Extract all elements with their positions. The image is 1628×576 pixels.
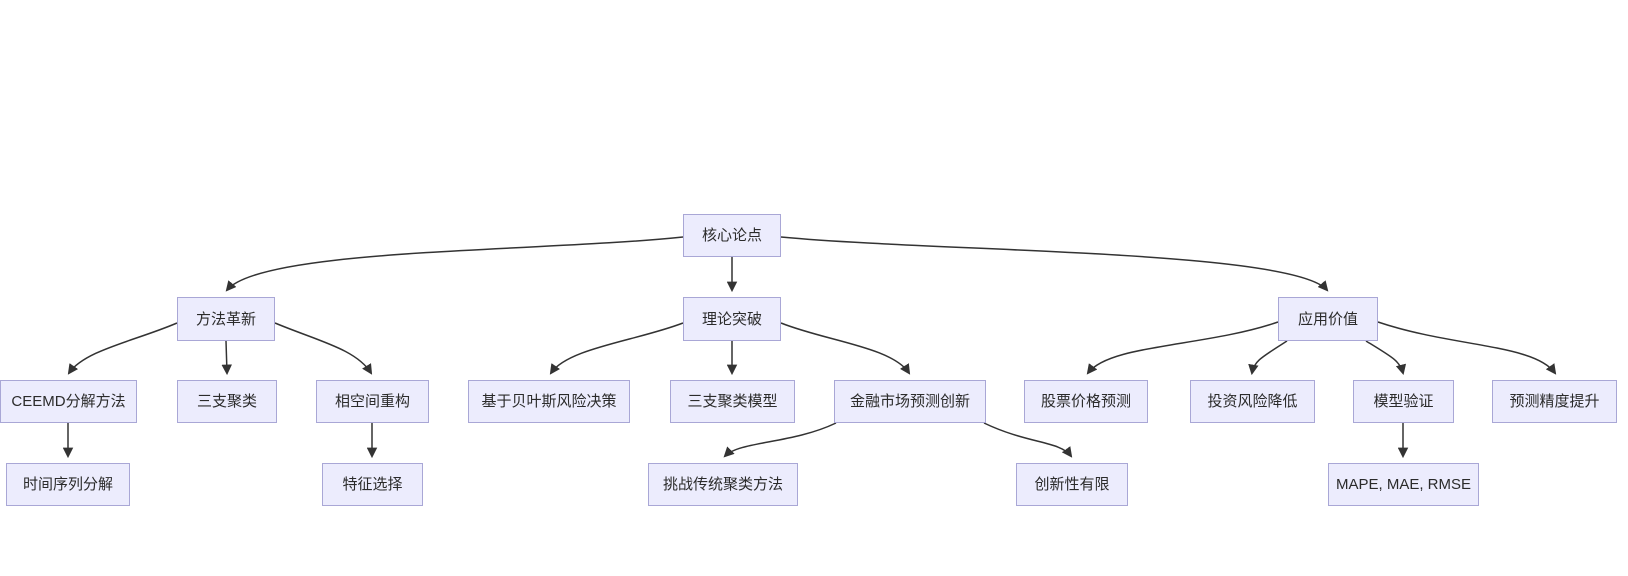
node-investment-risk-reduction: 投资风险降低 — [1190, 380, 1315, 423]
node-three-way-clustering-model: 三支聚类模型 — [670, 380, 795, 423]
node-application-value: 应用价值 — [1278, 297, 1378, 341]
node-three-way-clustering: 三支聚类 — [177, 380, 277, 423]
edge-fininnov-challenge — [723, 422, 837, 458]
edge-theory-fininnov — [780, 322, 911, 375]
node-label: 预测精度提升 — [1509, 393, 1600, 410]
edge-theory-bayes — [549, 322, 684, 375]
node-challenge-traditional-clustering: 挑战传统聚类方法 — [648, 463, 798, 506]
edge-method-threeway — [221, 340, 232, 376]
node-label: 三支聚类模型 — [687, 393, 778, 410]
node-label: 投资风险降低 — [1207, 393, 1298, 410]
node-label: 特征选择 — [342, 476, 403, 493]
node-label: 基于贝叶斯风险决策 — [481, 393, 617, 410]
node-stock-price-prediction: 股票价格预测 — [1024, 380, 1148, 423]
edge-method-phase — [274, 322, 373, 375]
node-label: 创新性有限 — [1034, 476, 1110, 493]
node-label: 时间序列分解 — [22, 476, 113, 493]
node-evaluation-metrics: MAPE, MAE, RMSE — [1328, 463, 1479, 506]
node-label: MAPE, MAE, RMSE — [1335, 476, 1472, 493]
node-label: 相空间重构 — [334, 393, 410, 410]
node-label: 股票价格预测 — [1040, 393, 1131, 410]
node-limited-innovation: 创新性有限 — [1016, 463, 1128, 506]
edge-core-method — [225, 236, 684, 292]
edge-fininnov-limited — [983, 422, 1073, 458]
node-feature-selection: 特征选择 — [322, 463, 423, 506]
node-ceemd-decomposition: CEEMD分解方法 — [0, 380, 137, 423]
node-phase-space-reconstruction: 相空间重构 — [316, 380, 429, 423]
node-label: 方法革新 — [195, 310, 256, 328]
node-label: 挑战传统聚类方法 — [662, 476, 783, 493]
edge-core-value — [780, 236, 1329, 292]
node-time-series-decomposition: 时间序列分解 — [6, 463, 130, 506]
node-bayesian-risk-decision: 基于贝叶斯风险决策 — [468, 380, 630, 423]
node-prediction-accuracy-improvement: 预测精度提升 — [1492, 380, 1617, 423]
node-label: 核心论点 — [701, 227, 762, 244]
node-core-argument: 核心论点 — [683, 214, 781, 257]
edge-value-stock — [1086, 321, 1279, 375]
node-financial-market-forecast-innovation: 金融市场预测创新 — [834, 380, 986, 423]
edge-method-ceemd — [67, 322, 178, 375]
edge-value-accuracy — [1377, 321, 1557, 375]
node-label: 三支聚类 — [196, 393, 257, 410]
node-label: 应用价值 — [1297, 310, 1358, 328]
edge-value-risk — [1248, 340, 1288, 376]
node-label: 模型验证 — [1373, 393, 1434, 410]
node-model-validation: 模型验证 — [1353, 380, 1454, 423]
node-label: CEEMD分解方法 — [11, 393, 126, 410]
edge-value-valid — [1365, 340, 1407, 376]
node-theoretical-breakthrough: 理论突破 — [683, 297, 781, 341]
node-label: 金融市场预测创新 — [849, 393, 970, 410]
node-label: 理论突破 — [701, 310, 762, 328]
node-method-innovation: 方法革新 — [177, 297, 275, 341]
